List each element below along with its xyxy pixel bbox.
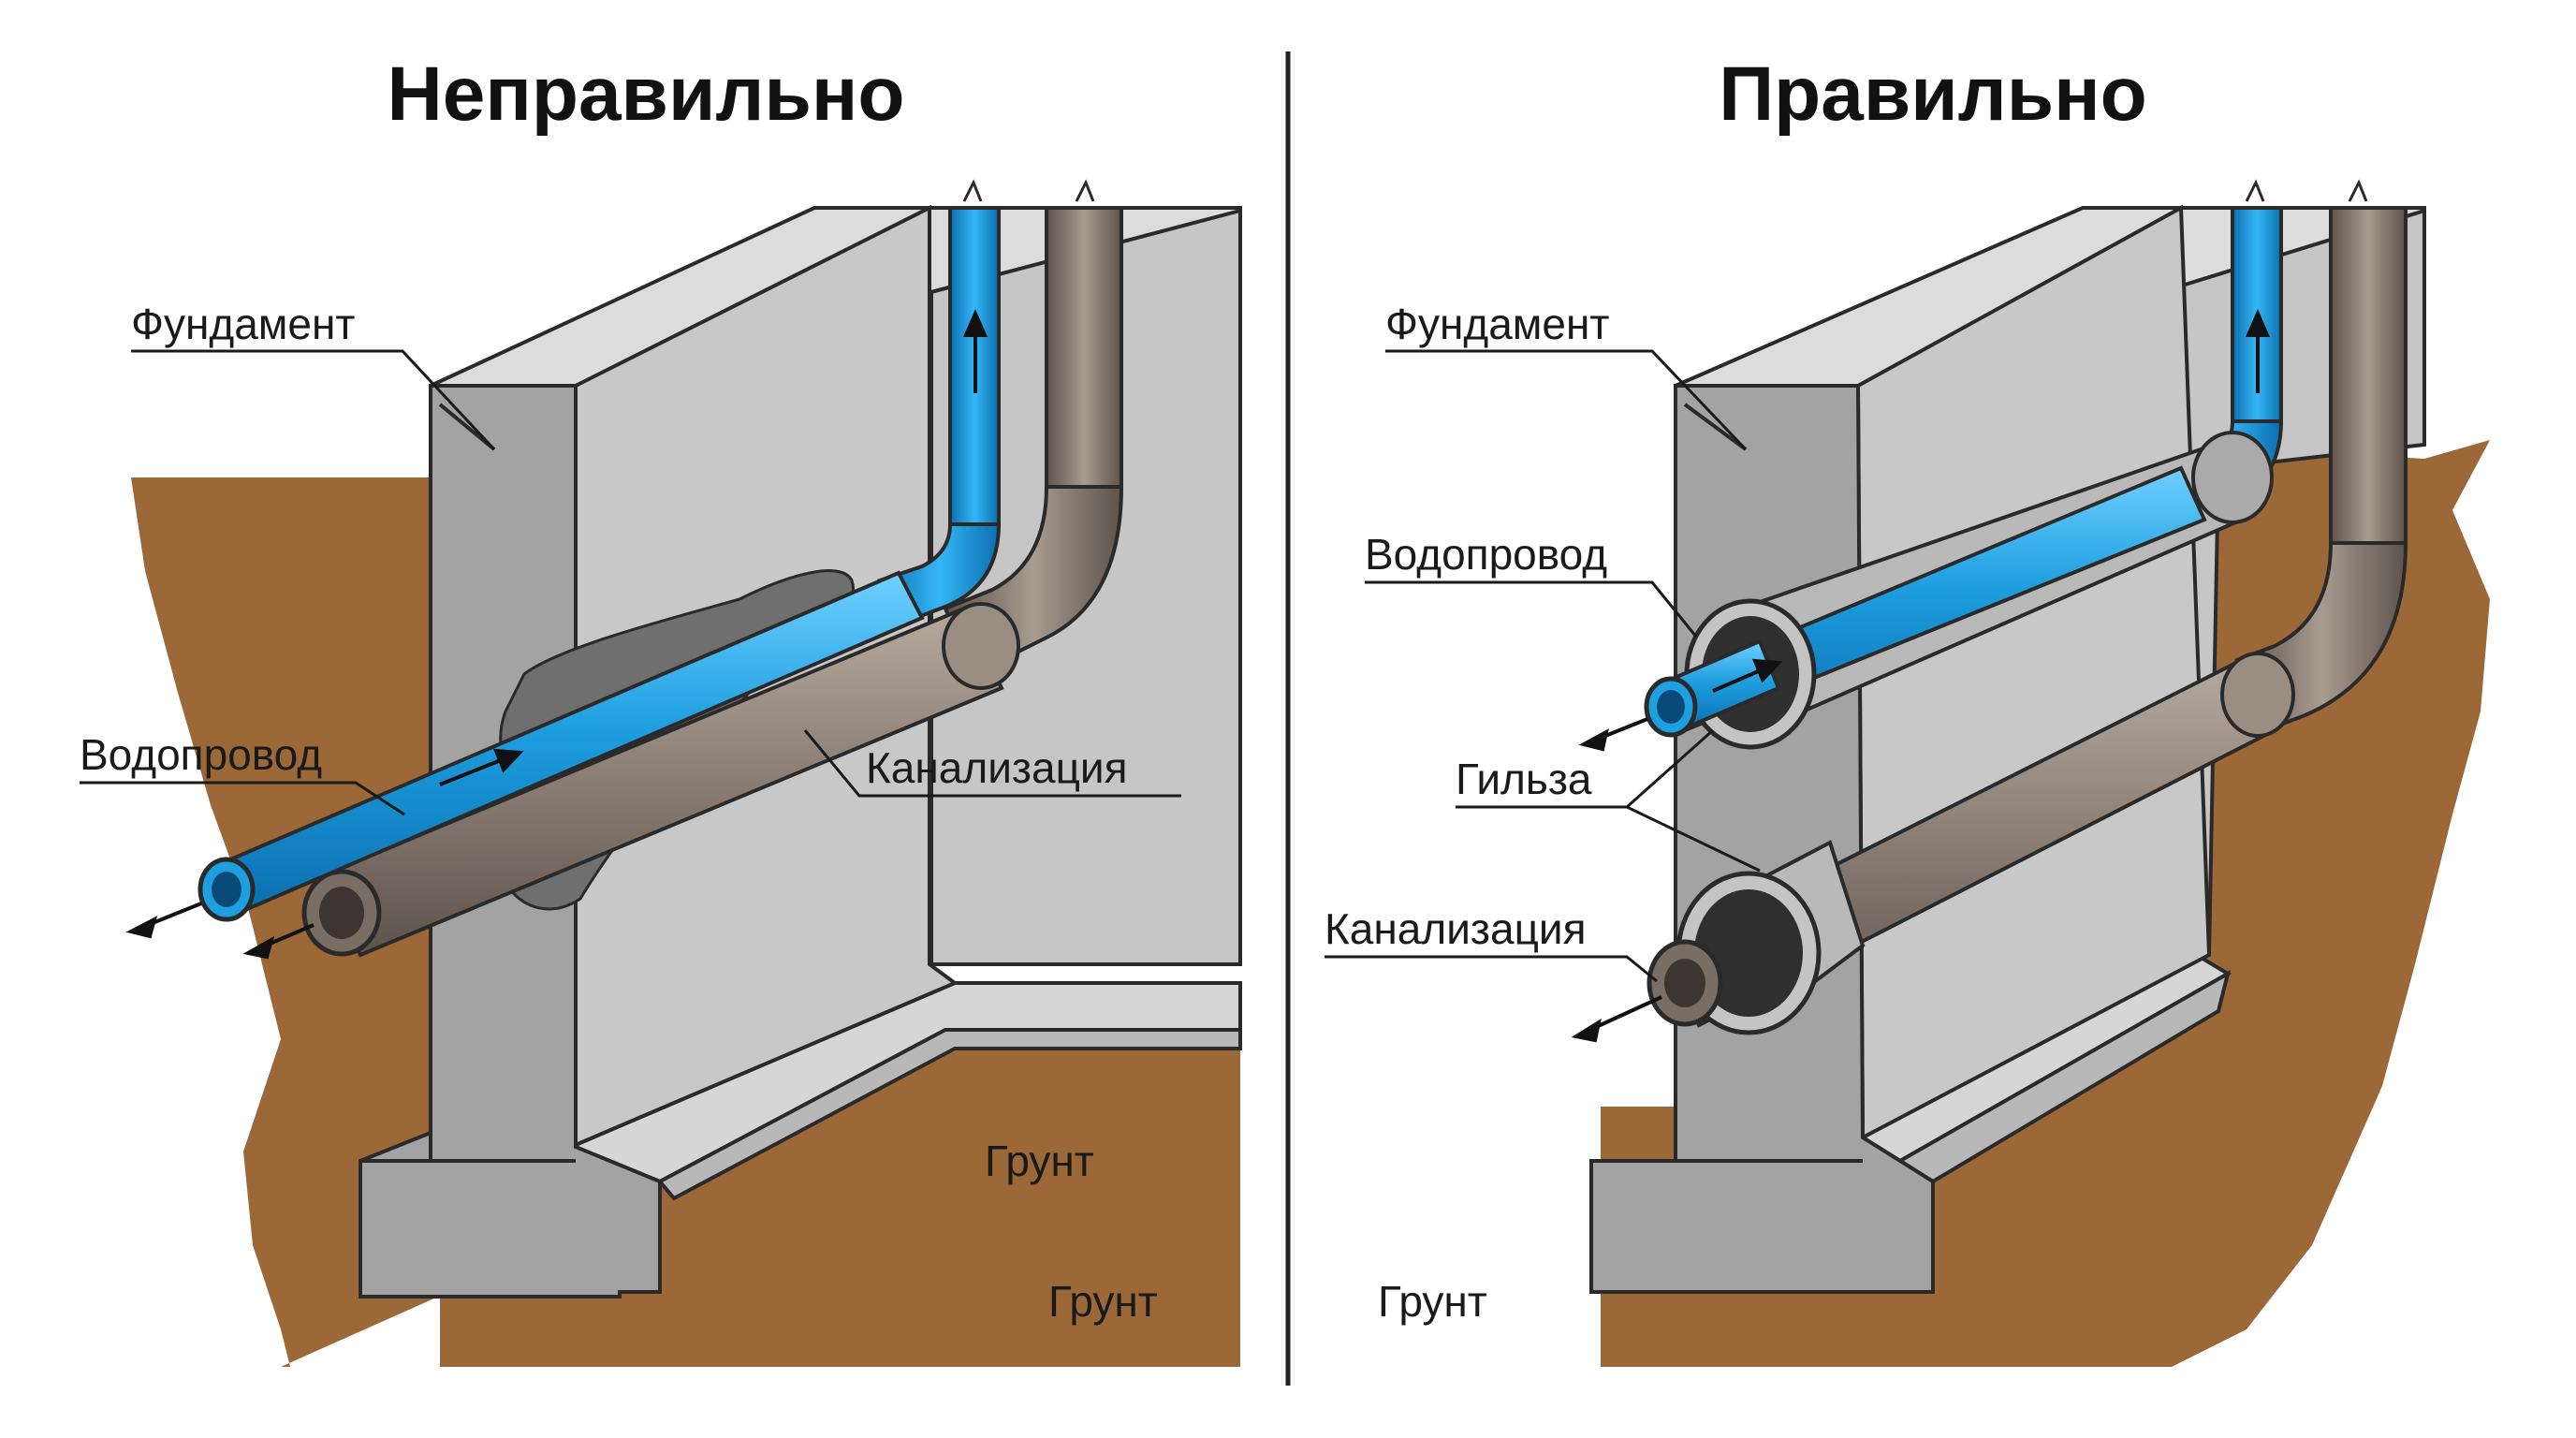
- left-label-sewer: Канализация: [866, 743, 1128, 792]
- left-flow-arrows: [125, 308, 988, 960]
- right-flow-arrows: [1571, 308, 2271, 1043]
- left-label-water-pipe: Водопровод: [80, 730, 322, 779]
- right-label-sewer: Канализация: [1325, 904, 1587, 953]
- left-title: Неправильно: [388, 51, 905, 137]
- right-label-water-pipe: Водопровод: [1365, 530, 1607, 579]
- break-marks: [962, 179, 2368, 202]
- left-label-soil-1: Грунт: [985, 1137, 1094, 1185]
- left-panel: Неправильно: [80, 51, 1242, 1367]
- right-label-sleeve: Гильза: [1456, 755, 1592, 803]
- left-label-foundation: Фундамент: [131, 300, 355, 348]
- right-panel: Правильно: [1325, 51, 2490, 1367]
- right-title: Правильно: [1719, 51, 2147, 137]
- right-label-foundation: Фундамент: [1385, 300, 1609, 348]
- left-label-soil-2: Грунт: [1048, 1277, 1158, 1326]
- right-label-soil: Грунт: [1378, 1277, 1487, 1326]
- right-soil: [1339, 440, 2490, 1367]
